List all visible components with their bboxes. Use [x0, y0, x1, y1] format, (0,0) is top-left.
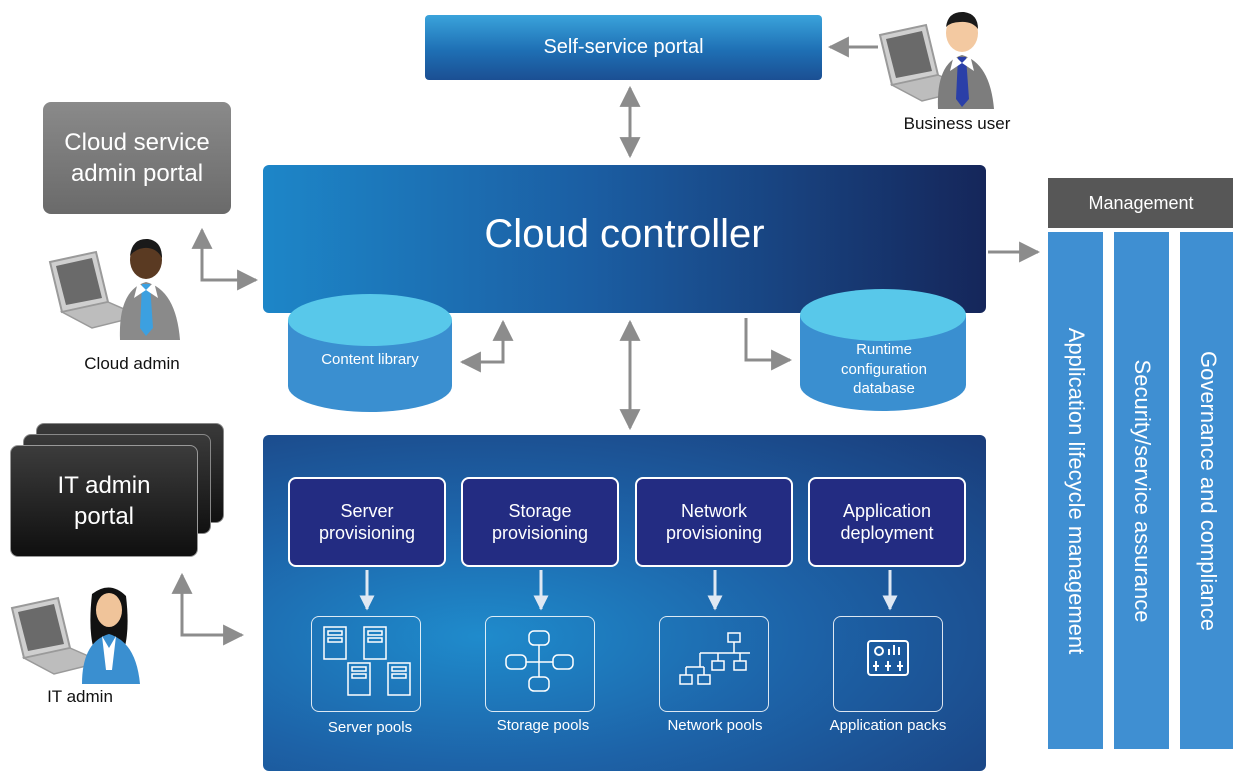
network-icon — [679, 632, 750, 685]
storage-icon — [505, 630, 574, 692]
runtime-config-database-icon — [800, 289, 966, 411]
cloud-admin-label: Cloud admin — [84, 354, 180, 373]
network-pools-box — [659, 616, 769, 712]
storage-provisioning-label: Storage provisioning — [491, 500, 589, 544]
it-admin-portal-label: IT admin portal — [57, 471, 151, 530]
security-service-assurance-label: Security/service assurance — [1129, 359, 1155, 622]
application-deployment-box: Application deployment — [808, 477, 966, 567]
provisioning-down-arrows — [359, 570, 898, 611]
storage-provisioning-box: Storage provisioning — [461, 477, 619, 567]
it-admin-label: IT admin — [47, 687, 113, 706]
management-column-security: Security/service assurance — [1114, 232, 1169, 749]
server-pools-box — [311, 616, 421, 712]
network-provisioning-box: Network provisioning — [635, 477, 793, 567]
management-column-lifecycle: Application lifecycle management — [1048, 232, 1103, 749]
application-packs-box — [833, 616, 943, 712]
management-column-governance: Governance and compliance — [1180, 232, 1233, 749]
network-provisioning-label: Network provisioning — [665, 500, 763, 544]
application-pack-icon — [867, 640, 909, 676]
network-pools-label: Network pools — [667, 717, 763, 734]
content-library-label: Content library — [321, 351, 419, 368]
storage-pools-label: Storage pools — [496, 717, 590, 734]
server-provisioning-label: Server provisioning — [318, 500, 416, 544]
arrow-runtime-db — [744, 318, 793, 371]
application-deployment-label: Application deployment — [840, 500, 934, 544]
governance-compliance-label: Governance and compliance — [1195, 350, 1221, 631]
it-admin-icon — [10, 587, 140, 684]
cloud-admin-icon — [48, 238, 180, 340]
server-provisioning-box: Server provisioning — [288, 477, 446, 567]
cloud-controller-title: Cloud controller — [484, 212, 765, 256]
cloud-service-admin-portal: Cloud service admin portal — [43, 102, 231, 214]
cloud-controller — [263, 165, 986, 313]
server-icon — [323, 626, 411, 696]
business-user-icon — [878, 11, 994, 109]
arrow-content-library — [459, 319, 514, 373]
self-service-portal-label: Self-service portal — [543, 36, 704, 58]
management-header-label: Management — [1088, 192, 1194, 213]
runtime-db-label: Runtime configuration database — [841, 341, 927, 397]
management-header: Management — [1048, 178, 1233, 228]
business-user-label: Business user — [903, 114, 1011, 133]
application-packs-label: Application packs — [829, 717, 947, 734]
arrow-cloud-admin-portal — [191, 227, 259, 291]
cloud-service-admin-portal-label: Cloud service admin portal — [64, 128, 210, 187]
server-pools-label: Server pools — [327, 719, 413, 736]
application-lifecycle-label: Application lifecycle management — [1063, 327, 1089, 654]
content-library-database-icon — [288, 294, 452, 412]
self-service-portal: Self-service portal — [425, 15, 822, 80]
storage-pools-box — [485, 616, 595, 712]
it-admin-portal: IT admin portal — [10, 445, 198, 557]
arrow-it-admin — [171, 572, 245, 646]
